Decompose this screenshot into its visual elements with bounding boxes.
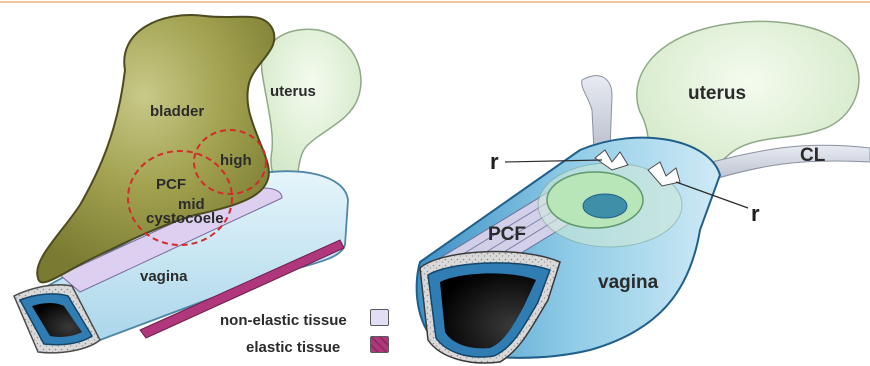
left-uterus-shape [262, 29, 361, 188]
label-r-top: r [490, 151, 499, 173]
label-uterus-right: uterus [688, 84, 746, 103]
legend-elastic-label: elastic tissue [246, 340, 340, 355]
label-pcf-left: PCF [156, 177, 186, 192]
label-cystocoele: cystocoele [146, 211, 224, 226]
label-vagina-right: vagina [598, 273, 658, 292]
legend-nonelastic-label: non-elastic tissue [220, 313, 347, 328]
label-high: high [220, 153, 252, 168]
label-uterus-left: uterus [270, 84, 316, 99]
legend-nonelastic-swatch [370, 309, 389, 326]
label-cl: CL [800, 146, 825, 165]
label-bladder: bladder [150, 104, 204, 119]
label-r-right: r [751, 203, 760, 225]
label-pcf-right: PCF [488, 225, 526, 244]
label-vagina-left: vagina [140, 269, 188, 284]
legend-elastic-swatch [370, 336, 389, 353]
cervical-os [583, 194, 627, 218]
